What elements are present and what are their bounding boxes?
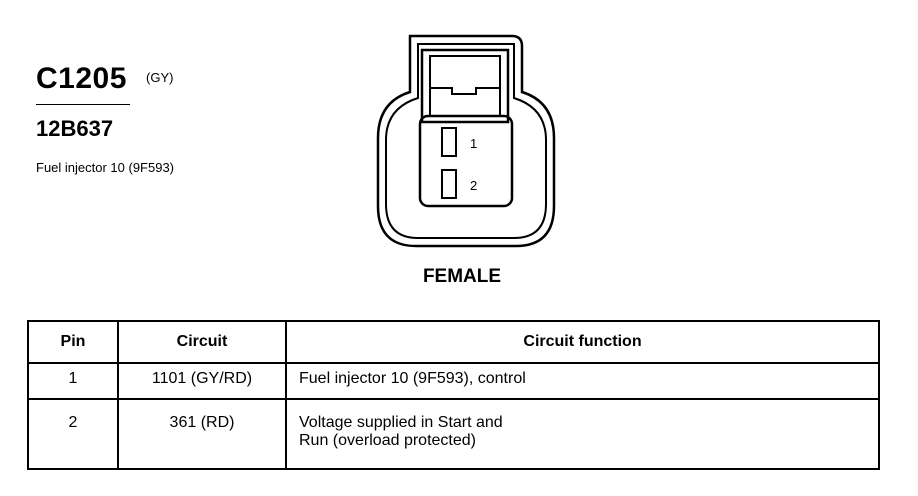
circuit-function-line: Run (overload protected) bbox=[299, 432, 476, 449]
header-circuit-function: Circuit function bbox=[285, 320, 880, 364]
pin-cell: 1 bbox=[27, 362, 119, 400]
header-circuit: Circuit bbox=[117, 320, 287, 364]
connector-diagram: 1 2 bbox=[370, 30, 560, 260]
table-row: 1 1101 (GY/RD) Fuel injector 10 (9F593),… bbox=[27, 362, 880, 400]
connector-id: C1205 bbox=[36, 62, 127, 95]
header-pin: Pin bbox=[27, 320, 119, 364]
pin-table: Pin Circuit Circuit function 1 1101 (GY/… bbox=[27, 320, 880, 470]
mating-face bbox=[418, 114, 514, 208]
pin-cavity-2 bbox=[441, 169, 457, 199]
circuit-cell: 1101 (GY/RD) bbox=[117, 362, 287, 400]
pin-table-header: Pin Circuit Circuit function bbox=[27, 320, 880, 364]
circuit-function-cell: Fuel injector 10 (9F593), control bbox=[285, 362, 880, 400]
table-row: 2 361 (RD) Voltage supplied in Start and… bbox=[27, 398, 880, 470]
locking-tab bbox=[420, 48, 510, 124]
pin-cell: 2 bbox=[27, 398, 119, 470]
circuit-function-line: Fuel injector 10 (9F593), control bbox=[299, 370, 526, 387]
pin-cavity-1 bbox=[441, 127, 457, 157]
connector-description: Fuel injector 10 (9F593) bbox=[36, 160, 175, 175]
connector-face-drawing bbox=[376, 34, 556, 248]
connector-outer-shell bbox=[376, 34, 556, 248]
part-number: 12B637 bbox=[36, 116, 114, 141]
connector-id-underline bbox=[36, 104, 130, 105]
circuit-function-line: Voltage supplied in Start and bbox=[299, 414, 503, 431]
pin-label-1: 1 bbox=[470, 136, 478, 151]
circuit-cell: 361 (RD) bbox=[117, 398, 287, 470]
connector-color: (GY) bbox=[146, 70, 174, 85]
connector-gender-label: FEMALE bbox=[422, 266, 502, 287]
pin-label-2: 2 bbox=[470, 178, 478, 193]
connector-inner-shell bbox=[385, 43, 547, 239]
circuit-function-cell: Voltage supplied in Start and Run (overl… bbox=[285, 398, 880, 470]
